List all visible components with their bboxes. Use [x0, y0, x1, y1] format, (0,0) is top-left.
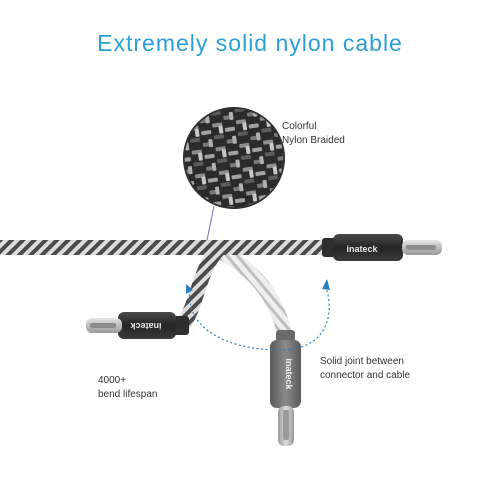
caption-line: connector and cable [320, 370, 411, 381]
right-connector: inateck [322, 234, 442, 261]
left-connector: inateck [86, 312, 189, 339]
callout-line [205, 205, 215, 246]
caption-line: 4000+ [98, 375, 127, 386]
caption-solid-joint: Solid joint between connector and cable [320, 355, 410, 383]
brand-logo-right: inateck [346, 244, 378, 254]
caption-line: bend lifespan [98, 389, 158, 400]
caption-line: Nylon Braided [282, 135, 345, 146]
caption-bend-lifespan: 4000+ bend lifespan [98, 374, 158, 402]
caption-line: Solid joint between [320, 356, 404, 367]
straight-cable [0, 240, 330, 255]
bottom-connector: inateck [270, 330, 301, 446]
arrow-right-icon [322, 279, 330, 290]
braid-closeup [183, 107, 285, 209]
arrow-left-icon [186, 284, 193, 294]
bent-cable-ghost [207, 242, 293, 343]
brand-logo-bottom: inateck [284, 358, 294, 390]
bent-cable-left [177, 242, 226, 330]
bend-arc [186, 279, 330, 351]
caption-line: Colorful [282, 121, 317, 132]
caption-nylon-braided: Colorful Nylon Braided [282, 120, 345, 148]
headline: Extremely solid nylon cable [97, 30, 403, 56]
brand-logo-left: inateck [130, 321, 162, 331]
